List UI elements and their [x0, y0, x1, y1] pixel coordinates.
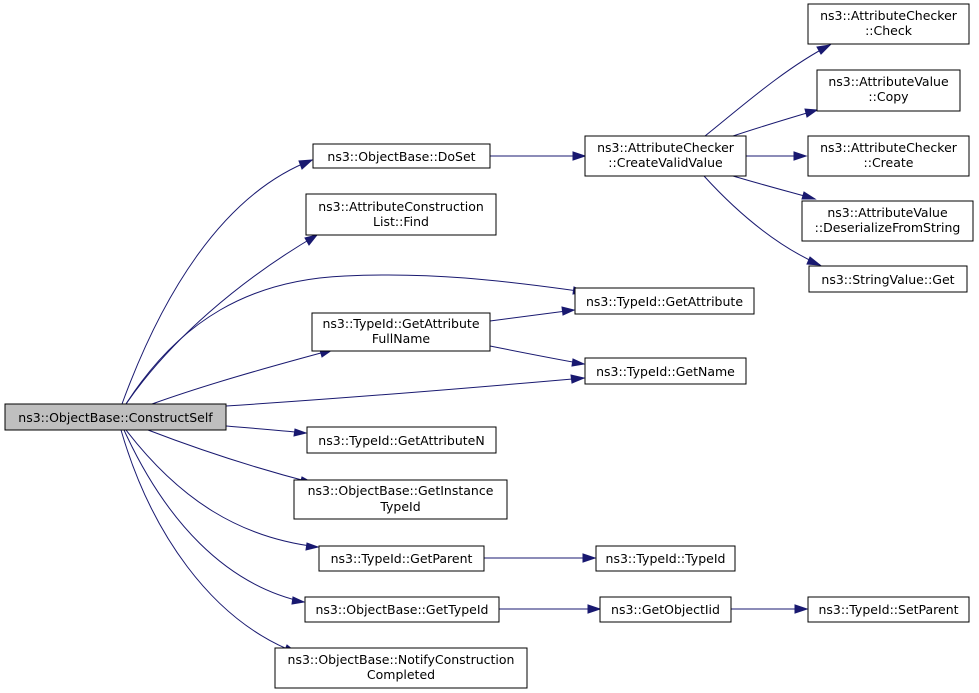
edge-constructself-getparent	[125, 429, 320, 551]
node-createvalidvalue[interactable]: ns3::AttributeChecker ::CreateValidValue	[584, 135, 747, 177]
edge-constructself-find	[125, 234, 319, 405]
node-doset[interactable]: ns3::ObjectBase::DoSet	[312, 143, 491, 169]
node-label: List::Find	[373, 214, 429, 229]
node-label: ::Create	[864, 155, 914, 170]
node-label: Completed	[367, 667, 435, 682]
node-label: ns3::AttributeChecker	[597, 140, 735, 155]
edge-getobjectiid-setparent	[731, 604, 809, 614]
edge-createvalidvalue-stringvalueget	[703, 175, 822, 266]
call-edges	[120, 44, 832, 654]
edge-createvalidvalue-create	[746, 151, 808, 161]
node-gettypeid[interactable]: ns3::ObjectBase::GetTypeId	[304, 596, 500, 623]
node-label: ns3::ObjectBase::GetTypeId	[316, 602, 489, 617]
node-getattributefullname[interactable]: ns3::TypeId::GetAttribute FullName	[311, 312, 491, 352]
node-label: ::Check	[865, 23, 913, 38]
node-getattributen[interactable]: ns3::TypeId::GetAttributeN	[306, 426, 497, 454]
function-nodes: ns3::ObjectBase::ConstructSelf ns3::Obje…	[4, 3, 974, 689]
edge-constructself-getattributen	[225, 425, 308, 437]
node-label: ns3::StringValue::Get	[821, 272, 954, 287]
node-label: TypeId	[379, 499, 420, 514]
node-label: ns3::TypeId::GetAttributeN	[318, 433, 484, 448]
node-label: ns3::TypeId::GetAttribute	[586, 294, 743, 309]
edge-doset-createvalidvalue	[490, 151, 587, 161]
node-label: ns3::AttributeValue	[827, 205, 948, 220]
node-label: FullName	[372, 331, 431, 346]
node-label: ::CreateValidValue	[608, 155, 723, 170]
edge-constructself-getinstancetypeid	[147, 429, 315, 485]
node-label: ns3::ObjectBase::ConstructSelf	[18, 410, 213, 425]
edge-gettypeid-getobjectiid	[499, 604, 602, 614]
node-getobjectiid[interactable]: ns3::GetObjectIid	[599, 596, 732, 623]
edge-constructself-gettypeid	[123, 429, 306, 605]
node-checker-create[interactable]: ns3::AttributeChecker ::Create	[807, 135, 970, 177]
node-label: ::DeserializeFromString	[815, 220, 961, 235]
edge-getattributefullname-getattribute	[489, 306, 576, 322]
node-label: ::Copy	[868, 89, 909, 104]
node-constructself[interactable]: ns3::ObjectBase::ConstructSelf	[4, 403, 227, 431]
node-label: ns3::AttributeConstruction	[318, 199, 484, 214]
node-value-deserializefromstring[interactable]: ns3::AttributeValue ::DeserializeFromStr…	[801, 200, 974, 242]
node-label: ns3::AttributeChecker	[820, 8, 958, 23]
node-typeid-setparent[interactable]: ns3::TypeId::SetParent	[807, 596, 970, 623]
edge-getparent-typeidtypeid	[484, 553, 597, 563]
node-typeid-typeid[interactable]: ns3::TypeId::TypeId	[595, 545, 736, 572]
node-label: ns3::ObjectBase::GetInstance	[308, 483, 494, 498]
edge-createvalidvalue-copy	[732, 108, 819, 137]
node-label: ns3::AttributeValue	[828, 74, 949, 89]
node-label: ns3::ObjectBase::DoSet	[327, 149, 475, 164]
edge-constructself-getattributefullname	[151, 349, 334, 405]
edge-getattributefullname-getname	[489, 345, 586, 367]
node-getname[interactable]: ns3::TypeId::GetName	[584, 357, 747, 385]
node-notifyconstructioncompleted[interactable]: ns3::ObjectBase::NotifyConstruction Comp…	[274, 647, 528, 689]
edge-constructself-notifyconstruction	[120, 429, 299, 654]
node-label: ns3::AttributeChecker	[820, 140, 958, 155]
node-getattribute[interactable]: ns3::TypeId::GetAttribute	[574, 287, 755, 315]
node-label: ns3::ObjectBase::NotifyConstruction	[288, 652, 515, 667]
node-getinstancetypeid[interactable]: ns3::ObjectBase::GetInstance TypeId	[293, 479, 508, 520]
edge-constructself-getname	[225, 374, 586, 407]
edge-createvalidvalue-check	[704, 44, 832, 137]
node-label: ns3::TypeId::GetParent	[331, 551, 473, 566]
node-label: ns3::TypeId::TypeId	[606, 551, 726, 566]
node-checker-check[interactable]: ns3::AttributeChecker ::Check	[807, 3, 970, 45]
node-stringvalue-get[interactable]: ns3::StringValue::Get	[808, 265, 968, 293]
node-value-copy[interactable]: ns3::AttributeValue ::Copy	[816, 69, 961, 112]
edge-createvalidvalue-deserialize	[732, 175, 817, 200]
edge-constructself-doset	[121, 159, 314, 405]
node-label: ns3::TypeId::SetParent	[818, 602, 958, 617]
node-attributeconstructionlist-find[interactable]: ns3::AttributeConstruction List::Find	[305, 193, 497, 236]
node-getparent[interactable]: ns3::TypeId::GetParent	[318, 545, 485, 572]
node-label: ns3::GetObjectIid	[611, 602, 720, 617]
node-label: ns3::TypeId::GetName	[596, 364, 735, 379]
node-label: ns3::TypeId::GetAttribute	[322, 316, 479, 331]
